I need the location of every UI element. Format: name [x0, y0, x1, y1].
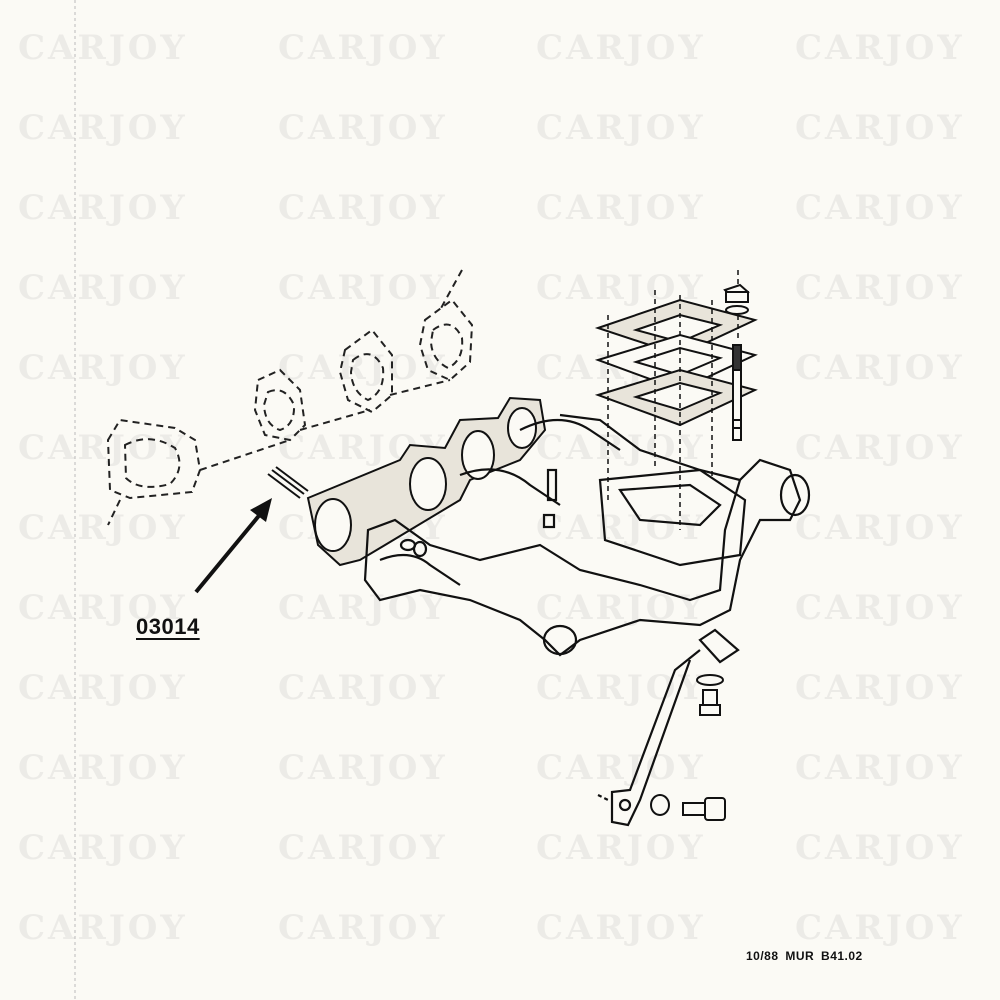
phantom-head-ports	[106, 269, 474, 526]
footer-code: 10/88 MUR B41.02	[746, 949, 863, 963]
carb-spacer-stack	[594, 298, 758, 427]
manifold-body	[363, 413, 811, 657]
callout-arrow	[194, 498, 272, 594]
support-bracket	[597, 628, 740, 827]
top-nut-and-washer	[723, 283, 750, 441]
part-number-label: 03014	[136, 614, 200, 639]
stud-03014	[267, 466, 309, 499]
stud-alignment-lines	[607, 270, 739, 530]
bracket-bolts	[650, 674, 726, 821]
manifold-gasket	[306, 396, 547, 567]
